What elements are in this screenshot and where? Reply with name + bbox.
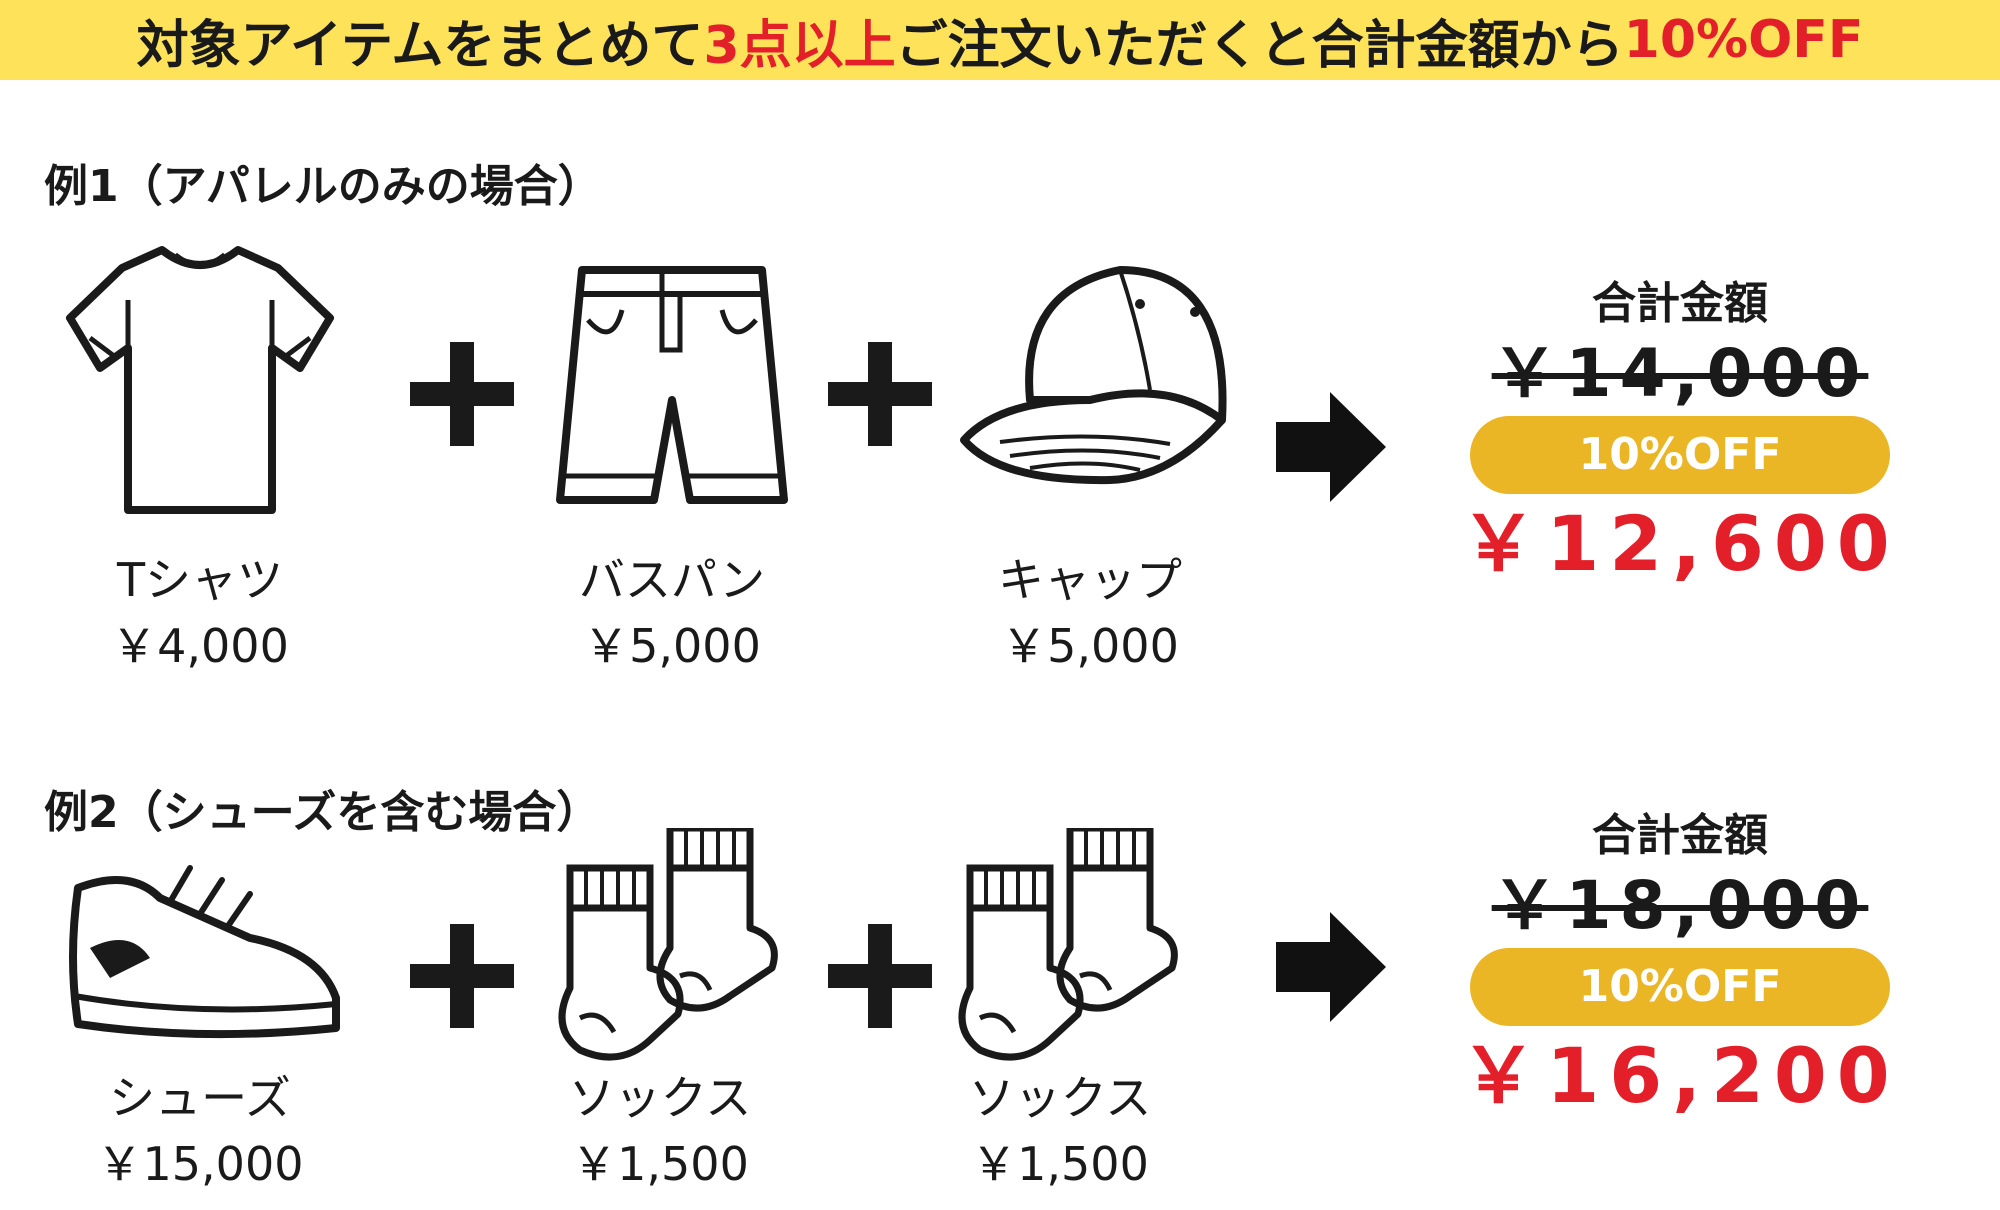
item-name: ソックス: [968, 1071, 1152, 1125]
item-price: ￥15,000: [96, 1137, 304, 1191]
item-price: ￥1,500: [571, 1137, 749, 1191]
example2-result: 合計金額 ￥18,000 10%OFF ￥16,200: [1460, 808, 1900, 1126]
discount-badge: 10%OFF: [1470, 948, 1890, 1026]
shoe-icon: [50, 828, 350, 1068]
socks-icon: [510, 828, 810, 1068]
discount-badge: 10%OFF: [1470, 416, 1890, 494]
total-label: 合計金額: [1592, 278, 1768, 329]
item-price: ￥1,500: [971, 1137, 1149, 1191]
shorts-icon: [522, 230, 822, 530]
example2-heading: 例2（シューズを含む場合）: [44, 787, 601, 838]
discounted-total: ￥12,600: [1460, 499, 1900, 588]
item-price: ￥4,000: [111, 619, 289, 673]
plus-icon: [828, 924, 932, 1028]
plus-icon: [410, 924, 514, 1028]
item-name: Tシャツ: [116, 553, 284, 607]
original-total: ￥18,000: [1491, 867, 1869, 944]
arrow-right-icon: [1276, 912, 1386, 1022]
item-name: ソックス: [568, 1071, 752, 1125]
cap-icon: [940, 230, 1240, 530]
example1-result: 合計金額 ￥14,000 10%OFF ￥12,600: [1460, 276, 1900, 594]
item-price: ￥5,000: [1001, 619, 1179, 673]
banner-text-middle: ご注文いただくと合計金額から: [895, 15, 1624, 76]
socks-icon: [910, 828, 1210, 1068]
item-name: バスパン: [578, 553, 766, 607]
item-name: キャップ: [998, 553, 1182, 607]
plus-icon: [410, 342, 514, 446]
banner-quantity-highlight: 3点以上: [703, 15, 896, 76]
item-name: シューズ: [109, 1071, 291, 1125]
item-price: ￥5,000: [583, 619, 761, 673]
original-total: ￥14,000: [1491, 335, 1869, 412]
plus-icon: [828, 342, 932, 446]
discounted-total: ￥16,200: [1460, 1031, 1900, 1120]
banner-text-before: 対象アイテムをまとめて: [136, 15, 704, 76]
example1-heading: 例1（アパレルのみの場合）: [44, 161, 602, 212]
total-label: 合計金額: [1592, 810, 1768, 861]
banner-discount-highlight: 10%OFF: [1623, 10, 1864, 70]
tshirt-icon: [50, 230, 350, 530]
arrow-right-icon: [1276, 392, 1386, 502]
